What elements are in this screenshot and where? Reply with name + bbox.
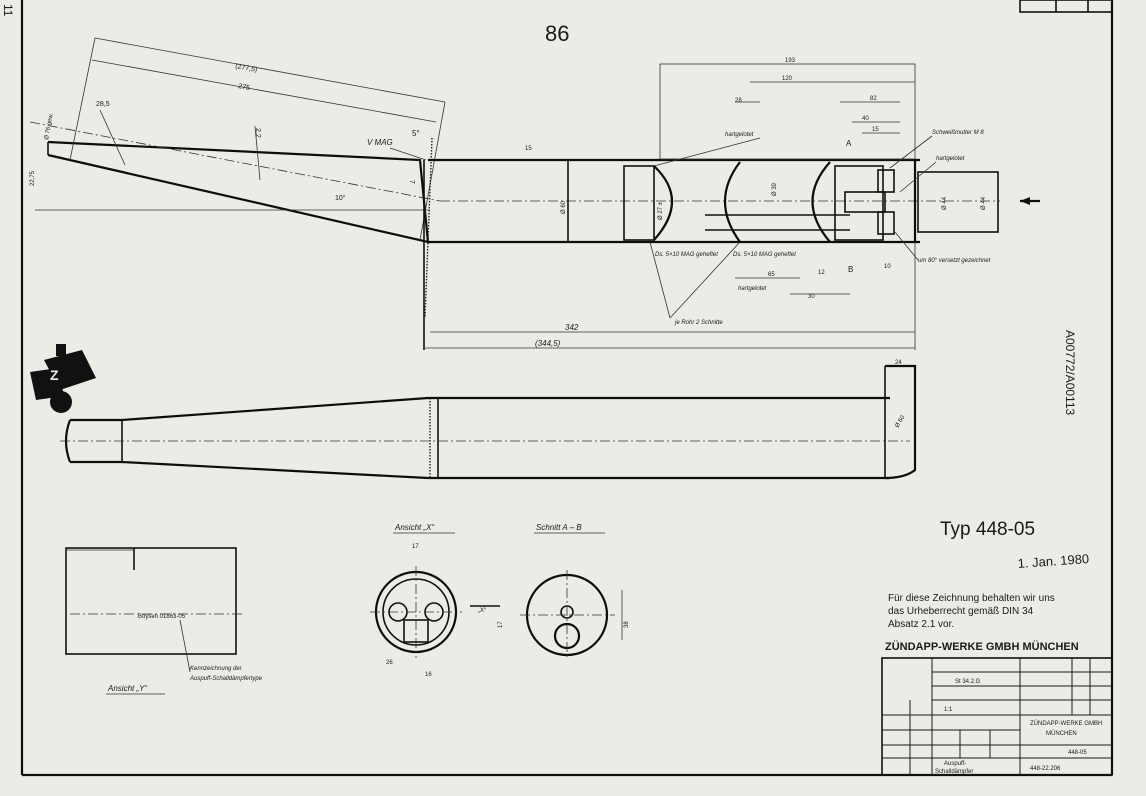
- dim-16: 16: [425, 672, 432, 678]
- weld-v-mag: V MAG: [367, 138, 393, 147]
- dim-120: 120: [782, 76, 793, 82]
- dim-344-5: (344,5): [535, 339, 561, 348]
- part-number-label: Boysen 01863-05: [138, 614, 186, 620]
- dim-22-75: 22,75: [30, 170, 36, 186]
- title-company-1: ZÜNDAPP-WERKE GMBH: [1030, 720, 1102, 727]
- dim-lower-60: Ø 60: [895, 414, 907, 429]
- dim-38: 38: [624, 621, 630, 628]
- dim-40: 40: [862, 116, 869, 122]
- title-company-2: MÜNCHEN: [1046, 730, 1077, 737]
- inlet-centerline: [29, 121, 441, 202]
- date-stamp: 1. Jan. 1980: [1017, 551, 1089, 571]
- copyright-line-2: das Urheberrecht gemäß DIN 34: [888, 606, 1034, 617]
- dim-15b: 15: [872, 127, 879, 133]
- dim-82: 82: [870, 96, 877, 102]
- dim-277-5: (277,5): [235, 63, 258, 74]
- dim-26: 26: [386, 660, 393, 666]
- dim-17b: 17: [498, 621, 504, 628]
- dim-342: 342: [565, 323, 579, 332]
- note-hartgelotet-2: hartgelotet: [936, 156, 965, 162]
- ansicht-y-label: Ansicht „Y“: [107, 684, 147, 693]
- type-label: Typ 448-05: [940, 519, 1035, 540]
- weld-seam: [424, 137, 433, 319]
- dim-275: 275: [238, 83, 251, 92]
- side-code: A00772/A00113: [1063, 330, 1077, 416]
- note-weld-ds-2: Ds. 5×10 MAG geheftet: [733, 252, 796, 258]
- svg-text:Z: Z: [50, 367, 59, 383]
- chamber-1: [623, 165, 655, 241]
- title-block: St 34.2.G 1:1 ZÜNDAPP-WERKE GMBH MÜNCHEN…: [881, 657, 1113, 776]
- title-name-1: Auspuff-: [944, 761, 966, 767]
- dim-10-deg: 10°: [335, 194, 346, 202]
- title-drawing-number: 448-22.206: [1030, 766, 1061, 772]
- marking-note-1: Kennzeichnung der: [190, 666, 243, 672]
- dim-44: Ø 44: [981, 196, 987, 210]
- dim-28: 28: [735, 98, 742, 104]
- end-chamber: [834, 165, 884, 241]
- dim-24: 24: [895, 360, 902, 366]
- copyright-line-3: Absatz 2.1 vor.: [888, 619, 954, 630]
- note-hartgelotet-3: hartgelotet: [738, 286, 767, 292]
- ansicht-x-label: Ansicht „X“: [394, 523, 434, 532]
- corner-number: 11: [1, 4, 15, 17]
- dim-76: Ø 76 gew.: [44, 112, 55, 140]
- section-a: A: [846, 139, 852, 148]
- dim-60: Ø 60: [561, 200, 567, 214]
- schnitt-ab-view: Schnitt A – B 17 38: [498, 523, 630, 660]
- dim-27: Ø 27 ±: [658, 201, 664, 220]
- dim-39: Ø 39: [772, 182, 778, 196]
- note-rohr: je Rohr 2 Schnitte: [674, 320, 723, 326]
- dim-65: 65: [768, 272, 775, 278]
- dim-193: 193: [785, 58, 796, 64]
- zundapp-logo: Z: [30, 344, 96, 413]
- note-hartgelotet-1: hartgelotet: [725, 132, 754, 138]
- inlet-cone-outline: [47, 140, 430, 244]
- ansicht-y-view: Boysen 01863-05 Kennzeichnung der Auspuf…: [65, 547, 263, 695]
- dim-28-5: 28,5: [96, 101, 110, 108]
- company-stamp: ZÜNDAPP-WERKE GMBH MÜNCHEN: [885, 640, 1079, 653]
- tail-pipe: [917, 171, 999, 233]
- dim-10mm: 10: [884, 264, 891, 270]
- marking-note-2: Auspuff-Schalldämpfertype: [189, 676, 263, 682]
- dim-7: 7: [408, 180, 415, 184]
- title-index: 448-05: [1068, 750, 1087, 756]
- outlet-tube: [844, 191, 886, 213]
- section-b: B: [848, 265, 853, 274]
- dim-12: 12: [818, 270, 825, 276]
- copyright-line-1: Für diese Zeichnung behalten wir uns: [888, 593, 1055, 604]
- dim-17: 17: [412, 544, 419, 550]
- dim-15: 15: [525, 146, 532, 152]
- dim-2-2: 2,2: [254, 128, 261, 138]
- lower-end-cap: [884, 364, 917, 480]
- title-scale: 1:1: [944, 707, 953, 713]
- note-weld-ds-1: Ds. 5×10 MAG geheftet: [655, 252, 718, 258]
- title-name-2: Schalldämpfer: [935, 769, 973, 775]
- dim-30: 30: [808, 294, 815, 300]
- note-80-deg: um 80° versetzt gezeichnet: [918, 258, 991, 264]
- dim-5-deg: 5°: [412, 129, 420, 138]
- main-view: (277,5) 275 28,5 2,2 Ø 76 gew. 22,75 10°…: [29, 37, 1040, 350]
- dim-42: Ø 44: [942, 196, 948, 210]
- x-arrow-label: „X“: [478, 608, 486, 614]
- page-number: 86: [545, 21, 569, 46]
- title-material: St 34.2.G: [955, 679, 981, 685]
- corner-box: [1019, 0, 1113, 13]
- lower-view: 24 Ø 60: [60, 360, 917, 480]
- ansicht-x-view: Ansicht „X“ 17 26 16 „X“: [370, 523, 500, 678]
- schnitt-ab-label: Schnitt A – B: [536, 523, 582, 532]
- note-schweissmutter: Schweißmutter M 8: [932, 130, 984, 136]
